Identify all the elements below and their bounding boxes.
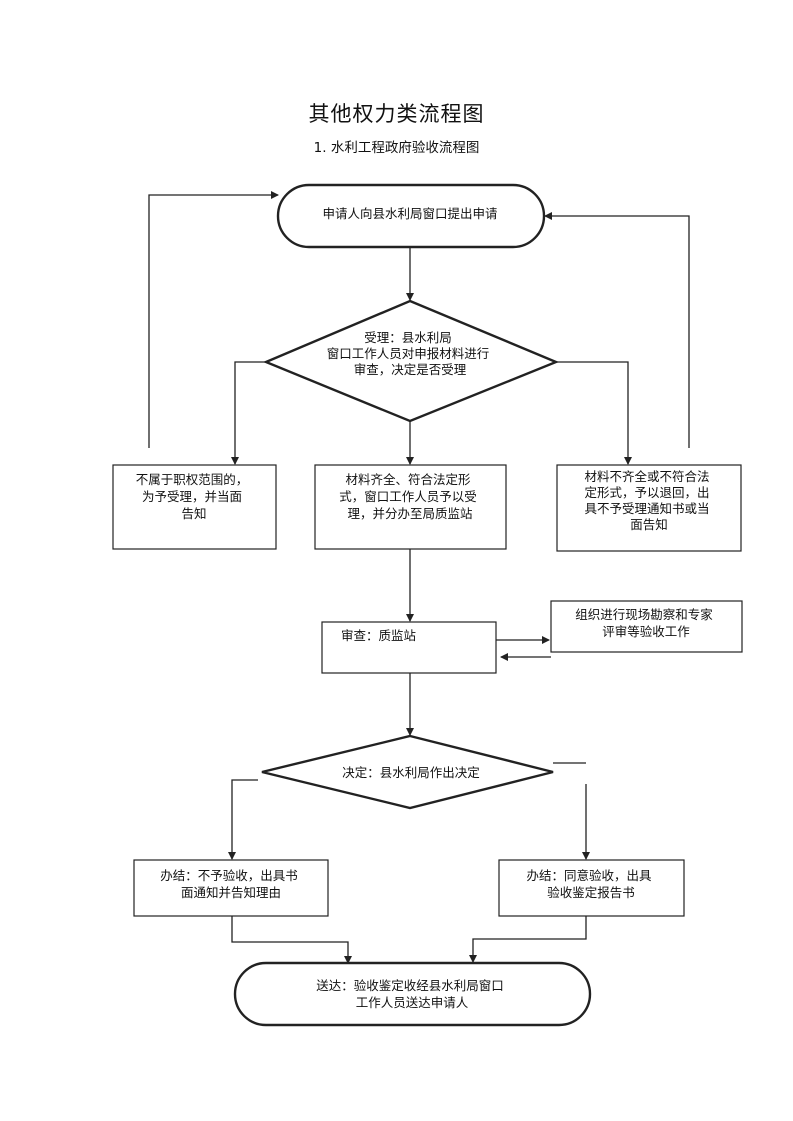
reject-label-line: 面通知并告知理由 [181, 885, 281, 900]
deliver-label-line: 工作人员送达申请人 [356, 995, 469, 1010]
page-title: 其他权力类流程图 [308, 102, 485, 126]
apply-terminal [276, 183, 546, 249]
arrow-decision-to-reject [228, 779, 258, 860]
reject-label-line: 办结：不予验收，出具书 [160, 868, 298, 883]
arrow-accept-to-incomplete [556, 361, 632, 465]
accept-label-line: 窗口工作人员对申报材料进行 [327, 346, 490, 361]
approve-label-line: 验收鉴定报告书 [547, 885, 635, 900]
inspection-box [550, 600, 743, 653]
connectors [148, 191, 690, 964]
final-decision-diamond [261, 734, 554, 810]
out-of-scope-label: 不属于职权范围的， 为予受理，并当面 告知 [136, 472, 253, 521]
accept-label: 受理：县水利局 窗口工作人员对申报材料进行 审查，决定是否受理 [327, 330, 494, 377]
inspection-label-line: 组织进行现场勘察和专家 [575, 607, 713, 622]
apply-label: 申请人向县水利局窗口提出申请 [322, 206, 497, 221]
review-box [321, 621, 497, 674]
approve-label: 办结：同意验收，出具 验收鉴定报告书 [527, 868, 656, 900]
inspection-label-line: 评审等验收工作 [602, 624, 690, 639]
deliver-label: 送达：验收鉴定收经县水利局窗口 工作人员送达申请人 [316, 978, 508, 1010]
page-subtitle: 1. 水利工程政府验收流程图 [313, 140, 480, 156]
review-label-line: 审查：质监站 [341, 628, 416, 643]
complete-label-line: 式，窗口工作人员予以受 [339, 489, 477, 504]
approve-box [498, 859, 685, 917]
out-of-scope-label-line: 不属于职权范围的， [136, 472, 249, 487]
review-label: 审查：质监站 [341, 628, 416, 643]
deliver-label-line: 送达：验收鉴定收经县水利局窗口 [316, 978, 504, 993]
incomplete-label-line: 材料不齐全或不符合法 [585, 469, 710, 484]
inspection-label: 组织进行现场勘察和专家 评审等验收工作 [575, 607, 717, 639]
out-of-scope-label-line: 告知 [181, 506, 206, 521]
apply-label-line: 申请人向县水利局窗口提出申请 [322, 206, 497, 221]
reject-box [133, 859, 329, 917]
complete-label: 材料齐全、符合法定形 式，窗口工作人员予以受 理，并分办至局质监站 [339, 472, 481, 521]
decision-label-line: 决定：县水利局作出决定 [342, 765, 480, 780]
accept-label-line: 受理：县水利局 [364, 330, 452, 345]
incomplete-label-line: 具不予受理通知书或当 [585, 501, 710, 516]
accept-decision-diamond [262, 299, 560, 423]
deliver-terminal [233, 961, 592, 1027]
arrow-incomplete-to-apply [544, 212, 690, 448]
shapes [112, 183, 743, 1027]
arrow-reject-to-deliver [231, 916, 352, 964]
complete-box [314, 464, 507, 550]
approve-label-line: 办结：同意验收，出具 [527, 868, 653, 883]
incomplete-label-line: 面告知 [630, 517, 668, 532]
arrow-out-of-scope-to-apply [148, 191, 279, 448]
incomplete-label-line: 定形式，予以退回，出 [585, 485, 710, 500]
accept-label-line: 审查，决定是否受理 [354, 362, 467, 377]
out-of-scope-box [112, 464, 277, 550]
incomplete-label: 材料不齐全或不符合法 定形式，予以退回，出 具不予受理通知书或当 面告知 [585, 469, 714, 532]
labels: 申请人向县水利局窗口提出申请 受理：县水利局 窗口工作人员对申报材料进行 审查，… [136, 206, 717, 1010]
complete-label-line: 材料齐全、符合法定形 [346, 472, 472, 487]
decision-label: 决定：县水利局作出决定 [342, 765, 480, 780]
arrow-approve-to-deliver [469, 916, 587, 963]
reject-label: 办结：不予验收，出具书 面通知并告知理由 [160, 868, 302, 900]
complete-label-line: 理，并分办至局质监站 [347, 506, 472, 521]
out-of-scope-label-line: 为予受理，并当面 [142, 489, 242, 504]
arrow-accept-to-out-of-scope [231, 361, 266, 465]
incomplete-box [556, 464, 742, 552]
